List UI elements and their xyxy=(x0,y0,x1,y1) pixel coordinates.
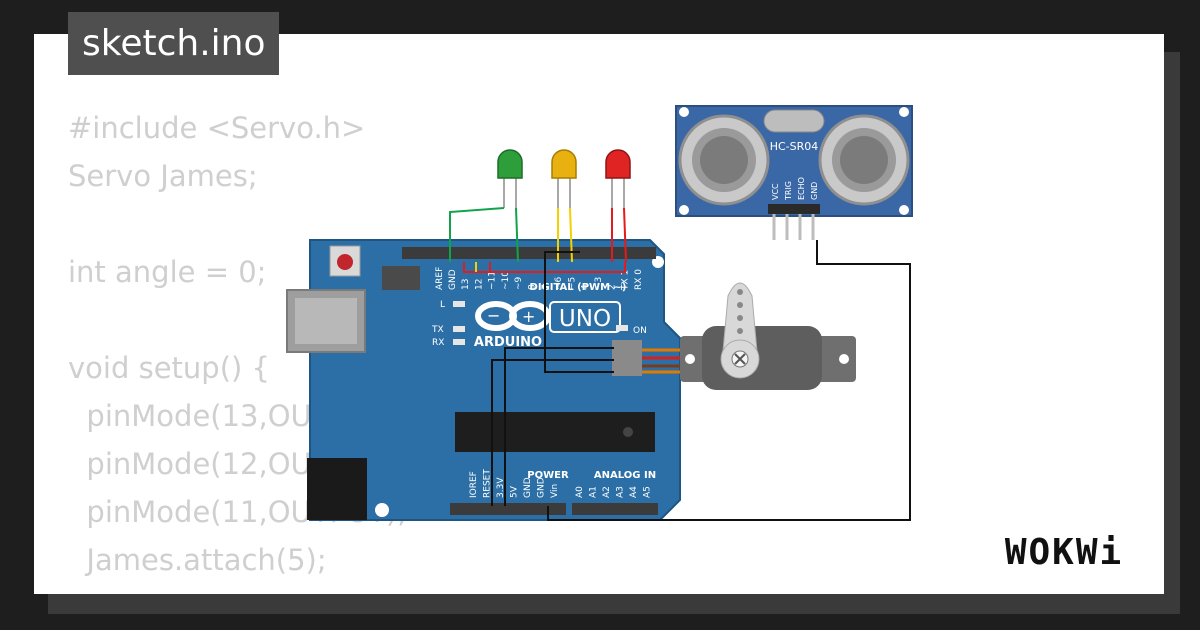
digital-header xyxy=(402,247,656,259)
power-header xyxy=(450,503,566,515)
wire-green-1 xyxy=(449,207,505,262)
wires xyxy=(449,207,911,521)
sensor-header xyxy=(768,204,820,214)
analog-pin-label: A5 xyxy=(643,486,653,498)
analog-pin-label: A3 xyxy=(616,486,626,498)
led-red[interactable] xyxy=(605,149,631,208)
reset-button-cap[interactable] xyxy=(337,254,353,270)
digital-pin-label: ~6 xyxy=(554,276,564,290)
wire-servo-5v xyxy=(504,347,614,506)
sensor-pin-label: TRIG xyxy=(784,181,793,201)
power-pin-label: 3.3V xyxy=(496,477,506,498)
servo-motor[interactable] xyxy=(612,282,856,390)
atmega-chip xyxy=(455,412,655,452)
analog-pin-label: A2 xyxy=(602,486,612,498)
digital-pin-label: TX 1 xyxy=(621,270,631,291)
arduino-logo: − + xyxy=(475,301,551,331)
sensor-pin-label: VCC xyxy=(771,183,780,200)
svg-text:WOKWi: WOKWi xyxy=(1005,532,1123,573)
digital-pin-label: ~9 xyxy=(514,276,524,290)
led-rx xyxy=(453,339,465,345)
sensor-name: HC-SR04 xyxy=(770,140,819,153)
analog-pin-label: A4 xyxy=(629,486,639,498)
board-model: UNO xyxy=(559,306,611,332)
code-line: } xyxy=(68,584,407,594)
code-line: Servo James; xyxy=(68,159,258,193)
wire-red-2 xyxy=(623,207,627,263)
sensor-pin-labels: VCC TRIG ECHO GND xyxy=(771,177,819,201)
power-pin-label: GND xyxy=(523,477,533,498)
analog-label: ANALOG IN xyxy=(594,470,656,481)
power-jack xyxy=(307,458,367,520)
led-yellow[interactable] xyxy=(551,149,577,208)
digital-pin-label: 8 xyxy=(528,284,538,290)
crystal xyxy=(763,109,825,133)
wire-servo-gnd xyxy=(491,359,614,506)
code-line: #include <Servo.h> xyxy=(68,111,366,145)
digital-pin-label: 12 xyxy=(474,279,484,290)
uno-badge xyxy=(549,301,621,333)
power-label: POWER xyxy=(527,470,569,481)
digital-pin-label: ~5 xyxy=(567,277,577,290)
file-tab[interactable]: sketch.ino xyxy=(68,12,280,75)
led-l xyxy=(453,301,465,307)
mount-hole xyxy=(375,503,389,517)
analog-pin-label: A1 xyxy=(589,486,599,498)
digital-label: DIGITAL (PWM ~) xyxy=(530,282,627,293)
power-pin-label: IOREF xyxy=(469,471,479,498)
analog-header xyxy=(572,503,658,515)
arduino-uno-board[interactable]: − + UNO ARDUINO DIGITAL (PWM ~) POWER AN… xyxy=(286,239,681,521)
led-l-label: L xyxy=(440,300,445,310)
transducer-left xyxy=(678,114,770,206)
digital-pin-label: RX 0 xyxy=(634,269,644,290)
transducer-right xyxy=(818,114,910,206)
digital-pin-label: ~11 xyxy=(488,271,498,290)
servo-body xyxy=(702,326,822,390)
wire-green-2 xyxy=(515,207,519,263)
power-pin-label: RESET xyxy=(483,469,493,498)
code-line: James.attach(5); xyxy=(68,543,327,577)
analog-pin-label: A0 xyxy=(575,486,585,498)
wokwi-logo: WOKWi xyxy=(1005,532,1123,573)
led-tx-label: TX xyxy=(431,325,444,335)
sensor-pin-label: GND xyxy=(810,182,819,200)
wire-sensor-gnd xyxy=(547,240,911,521)
code-preview: #include <Servo.h> Servo James; int angle … xyxy=(68,104,407,594)
board-brand: ARDUINO xyxy=(474,335,542,350)
led-green[interactable] xyxy=(497,149,523,208)
led-on-label: ON xyxy=(633,326,647,336)
gnd-label: GND xyxy=(448,269,458,290)
power-pin-label: Vin xyxy=(550,484,560,498)
code-line: void setup() { xyxy=(68,351,270,385)
icsp-header xyxy=(382,266,420,290)
svg-text:−: − xyxy=(487,306,500,325)
digital-pin-label: ~3 xyxy=(594,277,604,290)
svg-text:+: + xyxy=(522,307,535,326)
digital-pin-label: 2 xyxy=(607,284,617,290)
digital-pin-label: 13 xyxy=(461,279,471,290)
aref-label: AREF xyxy=(435,267,445,290)
hc-sr04-sensor[interactable]: HC-SR04 VCC TRIG ECHO GND xyxy=(675,105,913,240)
led-rx-label: RX xyxy=(432,338,444,348)
code-line: int angle = 0; xyxy=(68,255,267,289)
sensor-pin-label: ECHO xyxy=(797,177,806,200)
digital-pin-label: ~10 xyxy=(501,271,511,290)
servo-connector xyxy=(612,340,642,376)
digital-pin-label: 4 xyxy=(581,284,591,290)
usb-port-inner xyxy=(295,298,357,344)
power-pin-label: GND xyxy=(537,477,547,498)
power-pin-label: 5V xyxy=(510,485,520,498)
led-on xyxy=(616,325,628,331)
wire-servo-signal xyxy=(544,251,614,373)
led-tx xyxy=(453,326,465,332)
